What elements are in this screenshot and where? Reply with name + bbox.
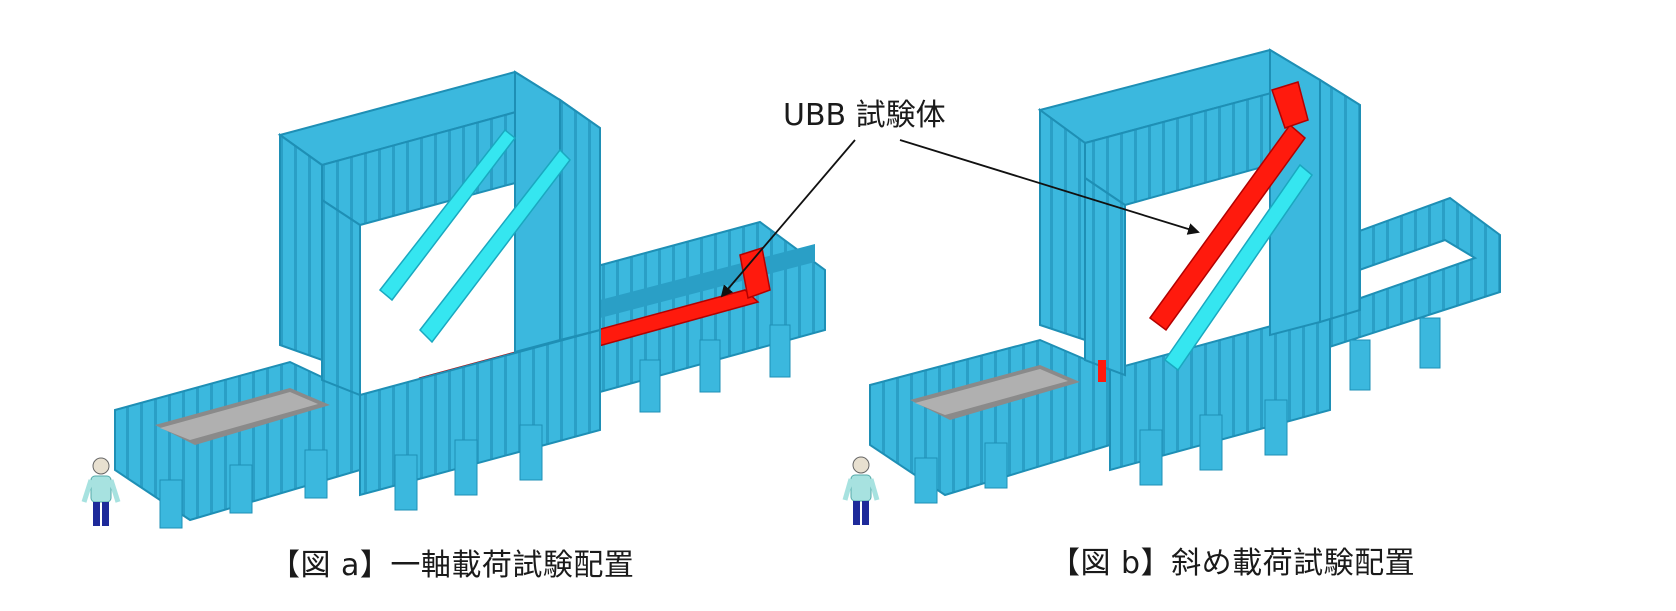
figure-b-caption: 【図 b】斜め載荷試験配置: [1050, 546, 1416, 581]
figure-b-drawing: [869, 48, 1501, 504]
figure-b-specimen: [1098, 81, 1309, 382]
specimen-callout-label: UBB 試験体: [783, 98, 946, 133]
figure-a-drawing: [114, 70, 826, 529]
figure-b-worker: [842, 456, 880, 525]
figure-a-worker: [81, 457, 121, 526]
callout-arrow-b: [899, 139, 1200, 235]
figure-a-caption: 【図 a】一軸載荷試験配置: [270, 548, 635, 583]
callout-arrow-a: [720, 139, 856, 298]
